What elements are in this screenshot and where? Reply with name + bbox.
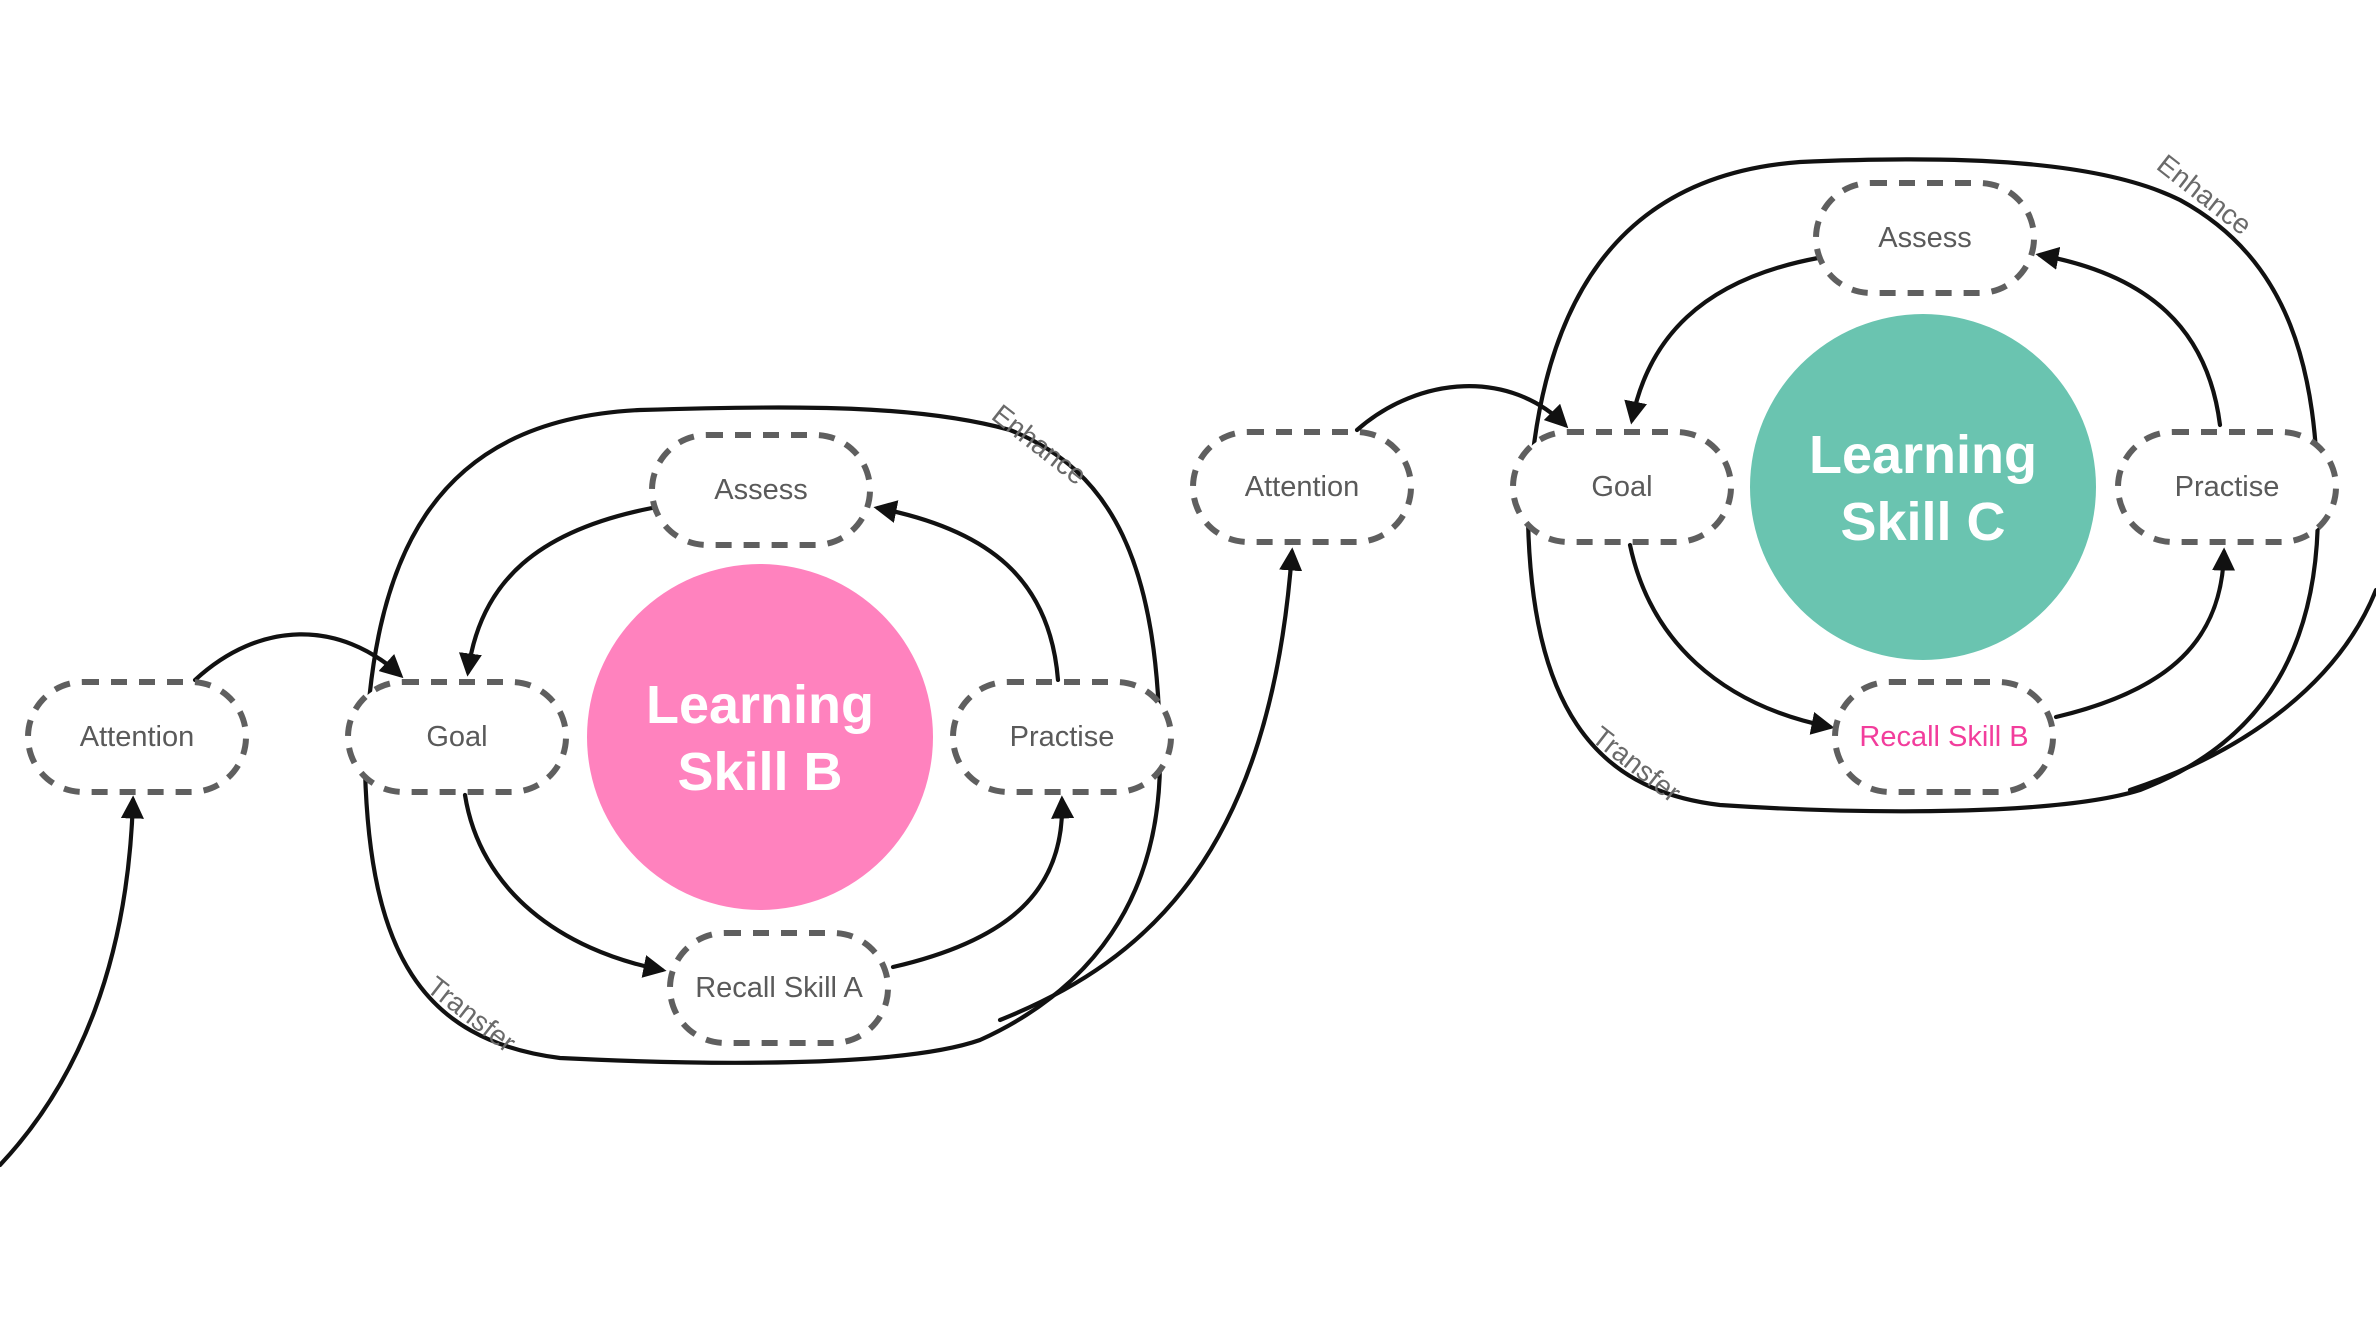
node-goal-b[interactable]: Goal [345,679,569,795]
node-recall-b-label: Recall Skill A [695,972,863,1004]
edge-attention-goal-c [1354,384,1569,433]
node-goal-c-label: Goal [1591,471,1652,503]
node-practise-c-label: Practise [2175,471,2280,503]
edge-goal-recall-b [462,792,667,978]
node-assess-b[interactable]: Assess [649,432,873,548]
skill-b-group: Learning Skill B Attention Goal Assess P… [0,398,1303,1168]
enhance-label-b: Enhance [986,398,1092,490]
edge-recall-practise-b [890,795,1075,970]
node-practise-c[interactable]: Practise [2115,429,2339,545]
node-practise-b[interactable]: Practise [950,679,1174,795]
node-goal-b-label: Goal [426,721,487,753]
skill-b-title-line2: Skill B [677,742,842,802]
edge-attention-goal-b [192,632,404,683]
transfer-loop-c [1525,507,2321,814]
edge-recall-practise-c [2053,547,2236,720]
edge-practise-assess-b [873,500,1061,683]
transfer-edge-offscreen-c [2127,587,2376,793]
node-attention-c-label: Attention [1245,471,1359,503]
enhance-loop-b [362,405,1163,773]
incoming-edge-attention-b [0,795,144,1168]
transfer-label-c: Transfer [1586,720,1686,808]
node-attention-b-label: Attention [80,721,194,753]
node-assess-c[interactable]: Assess [1813,180,2037,296]
skill-c-group: Learning Skill C Goal Assess Practise Re… [1354,148,2376,814]
edge-practise-assess-c [2035,246,2223,428]
edge-assess-goal-b [458,505,655,677]
node-attention-b[interactable]: Attention [25,679,249,795]
edge-assess-goal-c [1624,255,1821,425]
transfer-label-b: Transfer [421,970,521,1058]
node-recall-b[interactable]: Recall Skill A [667,930,891,1046]
skill-c-circle [1750,314,2096,660]
node-recall-c-label: Recall Skill B [1859,721,2028,753]
node-goal-c[interactable]: Goal [1510,429,1734,545]
skill-b-title-line1: Learning [646,675,874,735]
node-assess-b-label: Assess [714,474,807,506]
enhance-loop-c [1525,157,2321,523]
edge-goal-recall-c [1627,542,1835,735]
node-attention-c[interactable]: Attention [1190,429,1414,545]
node-assess-c-label: Assess [1878,222,1971,254]
node-practise-b-label: Practise [1010,721,1115,753]
node-recall-c[interactable]: Recall Skill B [1832,679,2056,795]
transfer-loop-b [362,757,1163,1065]
skill-c-title-line2: Skill C [1840,492,2005,552]
skill-c-title-line1: Learning [1809,425,2037,485]
skill-b-circle [587,564,933,910]
transfer-edge-to-attention-mid [997,547,1303,1023]
